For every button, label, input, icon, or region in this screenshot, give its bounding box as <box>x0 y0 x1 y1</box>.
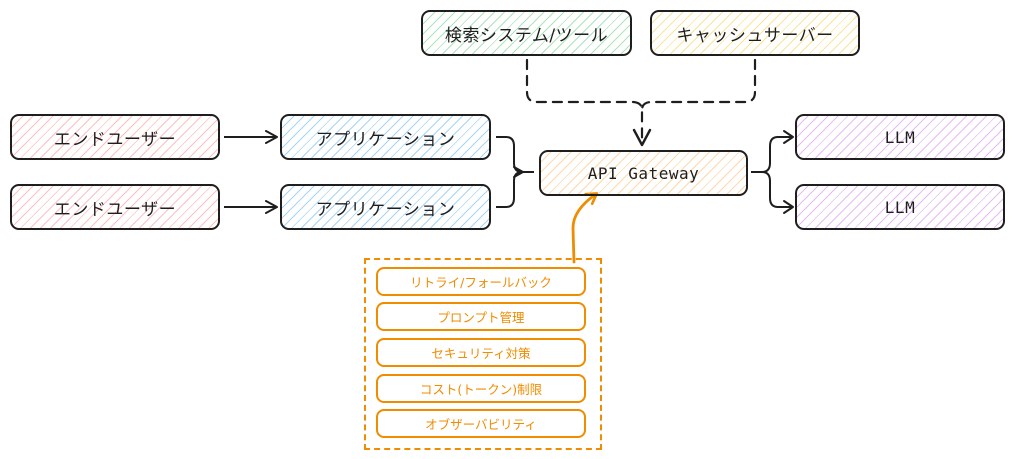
gateway-features-group <box>364 258 602 450</box>
feature-observability[interactable]: オブザーバビリティ <box>376 409 586 438</box>
search-system-node[interactable]: 検索システム/ツール <box>421 10 632 56</box>
llm-label-2: LLM <box>884 197 916 217</box>
search-system-label: 検索システム/ツール <box>444 25 609 46</box>
api-gateway-node[interactable]: API Gateway <box>539 150 748 196</box>
llm-label-1: LLM <box>884 127 916 147</box>
application-label-1: アプリケーション <box>315 129 456 150</box>
feature-label-retry-fallback: リトライ/フォールバック <box>410 275 552 290</box>
feature-security[interactable]: セキュリティ対策 <box>376 338 586 367</box>
cache-server-label: キャッシュサーバー <box>676 25 834 46</box>
application-label-2: アプリケーション <box>315 199 456 220</box>
arrowhead-services <box>632 128 652 147</box>
end-user-label-2: エンドユーザー <box>53 199 177 220</box>
arrow-services-to-gateway <box>525 58 757 144</box>
feature-label-security: セキュリティ対策 <box>431 346 531 361</box>
api-gateway-label: API Gateway <box>587 163 700 183</box>
feature-cost-limit[interactable]: コスト(トークン)制限 <box>376 374 586 403</box>
arrow-features-to-gateway <box>571 194 596 264</box>
end-user-node-1[interactable]: エンドユーザー <box>10 114 220 160</box>
feature-label-cost-limit: コスト(トークン)制限 <box>419 382 543 397</box>
end-user-node-2[interactable]: エンドユーザー <box>10 184 220 230</box>
llm-node-1[interactable]: LLM <box>795 114 1005 160</box>
arrow-apps-to-gateway <box>496 136 534 208</box>
llm-node-2[interactable]: LLM <box>795 184 1005 230</box>
cache-server-node[interactable]: キャッシュサーバー <box>650 10 860 56</box>
arrow-gateway-to-llms <box>751 136 792 208</box>
feature-label-observability: オブザーバビリティ <box>425 417 537 432</box>
application-node-2[interactable]: アプリケーション <box>280 184 491 230</box>
end-user-label-1: エンドユーザー <box>53 129 177 150</box>
feature-label-prompt-management: プロンプト管理 <box>437 310 525 325</box>
arrowhead-llm2 <box>783 200 794 214</box>
feature-retry-fallback[interactable]: リトライ/フォールバック <box>376 267 586 296</box>
feature-prompt-management[interactable]: プロンプト管理 <box>376 302 586 331</box>
application-node-1[interactable]: アプリケーション <box>280 114 491 160</box>
arrowhead-llm1 <box>783 130 794 144</box>
